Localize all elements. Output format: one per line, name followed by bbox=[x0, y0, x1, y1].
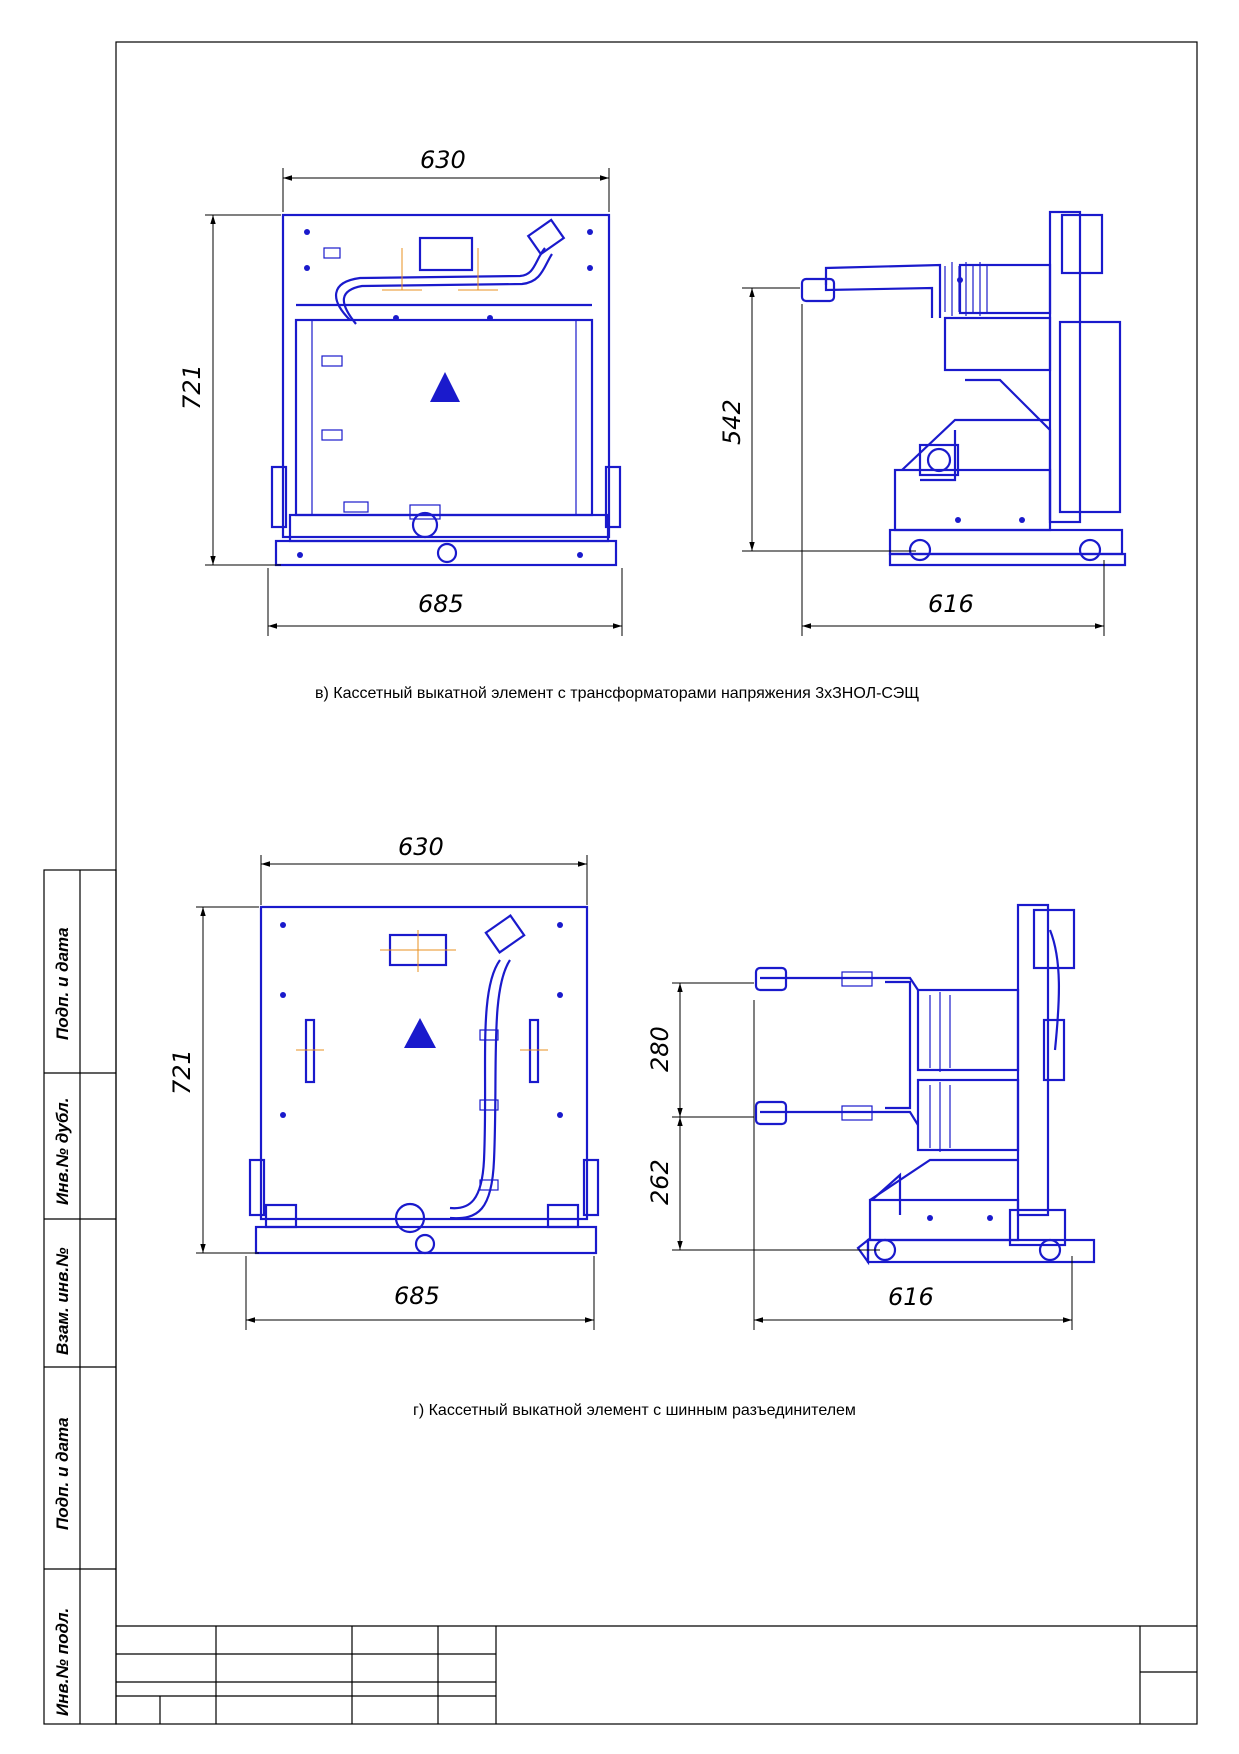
figure-g-dim-side-width-label: 616 bbox=[888, 1283, 934, 1311]
side-stamp-cell-3: Взам. инв.№ bbox=[53, 1247, 72, 1355]
warning-triangle-icon bbox=[430, 372, 460, 402]
side-stamp-cell-2: Инв.№ дубл. bbox=[53, 1098, 72, 1205]
figure-g-dim-side-upper: 280 bbox=[646, 982, 754, 1118]
warning-triangle-icon bbox=[404, 1018, 436, 1048]
figure-g-front-view bbox=[248, 905, 600, 1255]
figure-g-dim-height: 721 bbox=[168, 906, 259, 1254]
figure-g-dim-top: 630 bbox=[260, 833, 588, 905]
figure-v-dim-side-height-label: 542 bbox=[718, 399, 746, 445]
figure-v-dim-height-label: 721 bbox=[178, 364, 206, 410]
sheet-frame bbox=[115, 41, 1198, 1725]
title-block bbox=[116, 1625, 1197, 1724]
figure-g-dim-side-width: 616 bbox=[753, 1000, 1073, 1330]
figure-v-dim-top-label: 630 bbox=[420, 146, 466, 174]
figure-v-dim-side-width-label: 616 bbox=[928, 590, 974, 618]
figure-v-dim-bottom-label: 685 bbox=[418, 590, 464, 618]
side-stamp-cell-4: Подп. и дата bbox=[53, 1417, 72, 1530]
figure-v-front-view bbox=[270, 213, 622, 567]
figure-v-side-view bbox=[800, 210, 1127, 567]
figure-v-caption: в) Кассетный выкатной элемент с трансфор… bbox=[315, 685, 919, 702]
figure-g-dim-side-lower: 262 bbox=[646, 1117, 880, 1251]
figure-v-dim-bottom: 685 bbox=[267, 568, 623, 636]
side-stamp-cell-1: Подп. и дата bbox=[53, 927, 72, 1040]
figure-g-caption: г) Кассетный выкатной элемент с шинным р… bbox=[413, 1402, 856, 1419]
figure-g-dim-top-label: 630 bbox=[398, 833, 444, 861]
side-stamp-cell-5: Инв.№ подл. bbox=[53, 1608, 72, 1716]
side-stamp: Подп. и дата Инв.№ дубл. Взам. инв.№ Под… bbox=[43, 869, 117, 1725]
figure-g-dim-bottom-label: 685 bbox=[394, 1282, 440, 1310]
figure-g-side-view bbox=[754, 903, 1096, 1266]
figure-g-dim-bottom: 685 bbox=[245, 1256, 595, 1330]
figure-g-dim-height-label: 721 bbox=[168, 1049, 196, 1095]
figure-v-dim-side-width: 616 bbox=[801, 304, 1105, 636]
figure-v-dim-side-height: 542 bbox=[718, 287, 916, 552]
figure-g-dim-side-upper-label: 280 bbox=[646, 1026, 674, 1072]
figure-g-dim-side-lower-label: 262 bbox=[646, 1159, 674, 1205]
figure-v-dim-top: 630 bbox=[282, 146, 610, 212]
figure-v-dim-height: 721 bbox=[178, 214, 281, 566]
